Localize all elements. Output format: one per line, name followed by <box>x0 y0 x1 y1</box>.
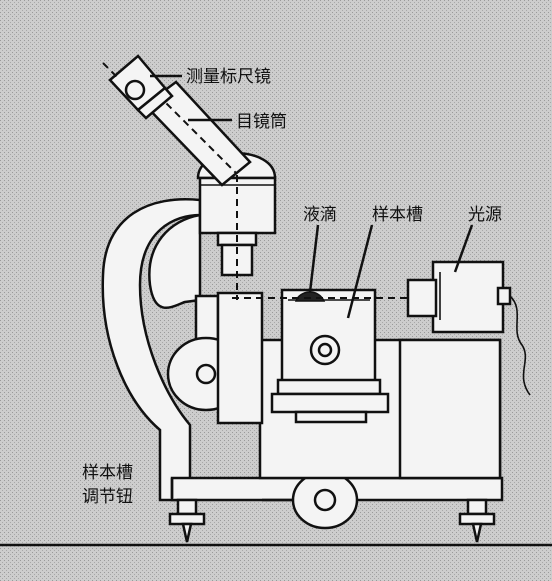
column <box>216 291 264 425</box>
label-knob-line1: 样本槽 <box>82 463 133 483</box>
right-foot <box>458 498 496 543</box>
label-sample-cell: 样本槽 <box>372 205 423 225</box>
leader-light-source <box>453 224 474 273</box>
left-foot <box>168 498 206 543</box>
stage-side <box>398 338 502 480</box>
label-droplet: 液滴 <box>303 205 337 225</box>
leader-sample-cell <box>346 224 374 319</box>
leader-droplet <box>308 224 320 293</box>
support-arm <box>101 198 202 502</box>
label-light-source: 光源 <box>468 205 502 225</box>
label-eyepiece-tube: 目镜筒 <box>236 112 287 132</box>
arm-inner-curve <box>148 213 202 309</box>
light-source <box>406 260 531 396</box>
sample-cell <box>270 288 390 424</box>
cell-adjust-knob <box>262 470 359 530</box>
label-scale-eyepiece: 测量标尺镜 <box>186 67 271 87</box>
label-knob-line2: 调节钮 <box>82 487 133 507</box>
scale-eyepiece <box>102 54 174 120</box>
